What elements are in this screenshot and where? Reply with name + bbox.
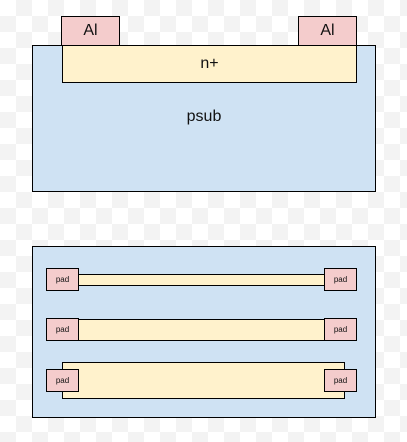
resistor-strip-narrow bbox=[62, 274, 345, 286]
resistor-strip-wide bbox=[62, 362, 345, 399]
pad-row1-right: pad bbox=[324, 268, 357, 291]
al-contact-right: Al bbox=[298, 16, 357, 46]
pad-row1-left: pad bbox=[46, 268, 79, 291]
psub-label: psub bbox=[186, 108, 222, 125]
pad-row3-right: pad bbox=[324, 369, 357, 392]
pad-row2-left: pad bbox=[46, 318, 79, 341]
pad-row3-left: pad bbox=[46, 369, 79, 392]
pad-row2-right: pad bbox=[324, 318, 357, 341]
al-contact-left: Al bbox=[61, 16, 120, 46]
n-plus-diffusion: n+ bbox=[62, 45, 357, 83]
resistor-strip-medium bbox=[62, 319, 345, 341]
